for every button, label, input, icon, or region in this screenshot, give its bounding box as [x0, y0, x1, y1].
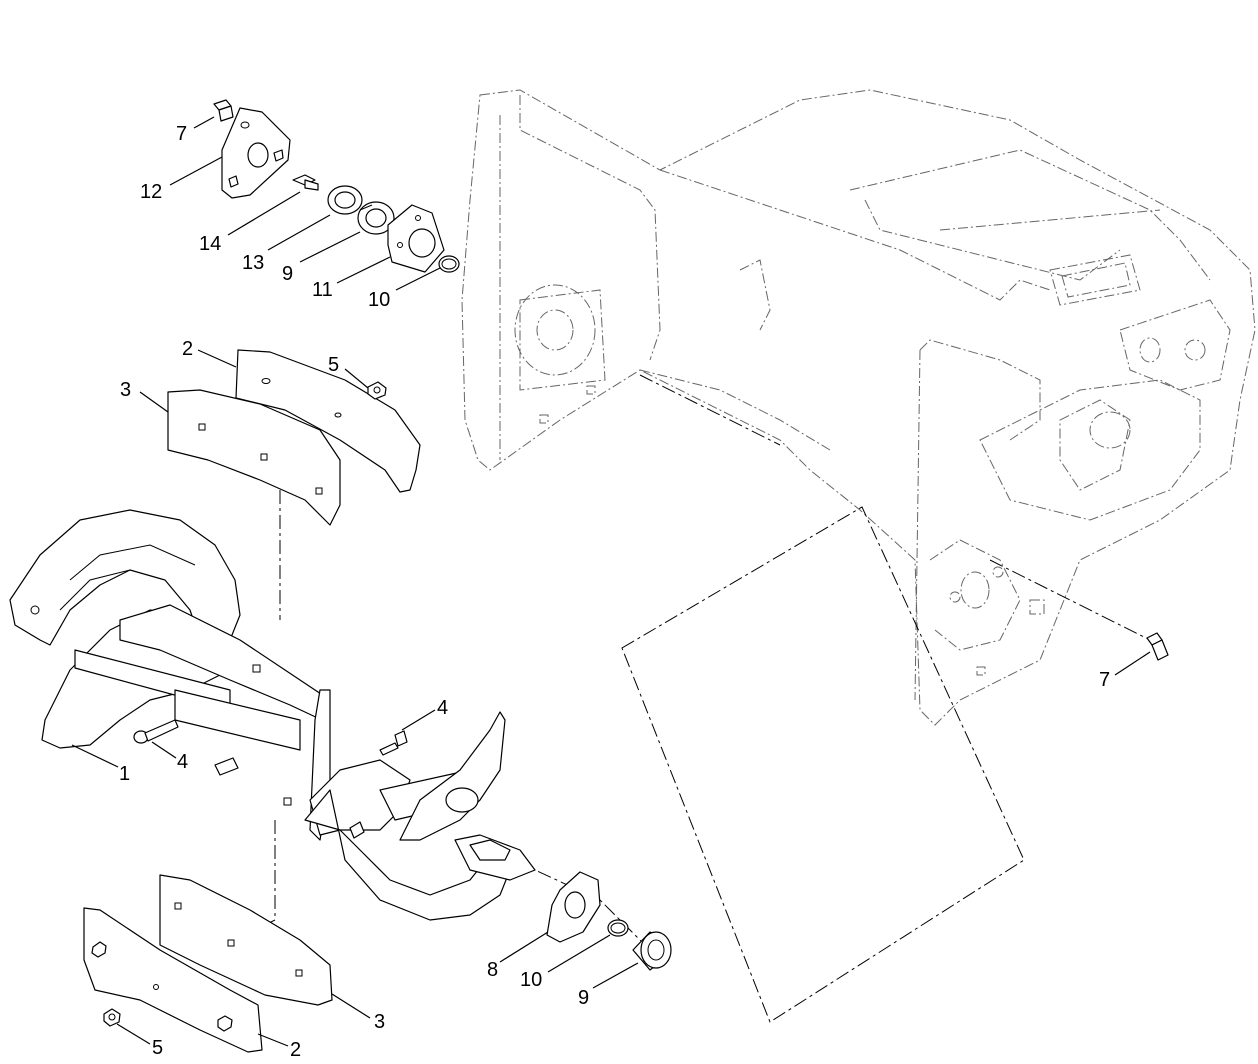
callouts: 7 12 14 13 9 11 10 2 5 3 4 1 4 7 8 10 9 …	[119, 123, 1110, 1061]
callout-9-top: 9	[282, 263, 293, 285]
leader-lines	[71, 116, 1151, 1047]
callout-4-left: 4	[177, 751, 188, 773]
bolt-4-right	[379, 730, 408, 756]
callout-2-top: 2	[182, 338, 193, 360]
snap-ring-10-top	[438, 255, 460, 273]
callout-3-top: 3	[120, 379, 131, 401]
callout-14: 14	[199, 233, 221, 255]
callout-7-right: 7	[1099, 669, 1110, 691]
callout-7-top: 7	[176, 123, 187, 145]
callout-8: 8	[487, 959, 498, 981]
upper-bearing-hardware	[213, 99, 460, 273]
callout-5-top: 5	[328, 354, 339, 376]
bearing-flange-11	[387, 204, 445, 273]
callout-13: 13	[242, 252, 264, 274]
callout-1: 1	[119, 763, 130, 785]
callout-11: 11	[312, 279, 333, 301]
callout-10-top: 10	[368, 289, 390, 311]
bearing-plate-12	[221, 107, 291, 199]
callout-3-bottom: 3	[374, 1011, 385, 1033]
lower-shave-plates	[83, 874, 333, 1053]
shave-plate-3-top	[167, 389, 341, 526]
washer-13	[327, 185, 363, 215]
callout-2-bottom: 2	[290, 1039, 301, 1061]
callout-5-bottom: 5	[152, 1037, 163, 1059]
callout-10-bottom: 10	[520, 969, 542, 991]
bolt-7-top	[213, 99, 234, 122]
callout-9-bottom: 9	[578, 987, 589, 1009]
bolt-4-left	[133, 719, 179, 744]
shave-plate-2-top	[235, 349, 421, 493]
snap-ring-10-bottom	[607, 919, 629, 937]
lower-bearing-hardware	[546, 871, 672, 971]
nut-5-bottom	[103, 1008, 121, 1027]
nut-5-top	[367, 381, 387, 400]
auger-assembly-1	[9, 509, 536, 921]
callout-4-right: 4	[437, 697, 448, 719]
shave-plate-2-bottom	[83, 907, 263, 1053]
assembly-axis-lines	[244, 374, 1151, 1023]
shave-plate-3-bottom	[159, 874, 333, 1006]
bearing-9-top	[357, 201, 395, 235]
bearing-9-bottom	[632, 931, 672, 971]
bolt-14	[292, 174, 319, 191]
callout-12: 12	[140, 181, 162, 203]
bearing-flange-8	[546, 871, 601, 943]
bolt-7-right	[1146, 632, 1169, 661]
auger-housing-ghost	[461, 89, 1256, 726]
upper-shave-plates	[167, 349, 421, 526]
